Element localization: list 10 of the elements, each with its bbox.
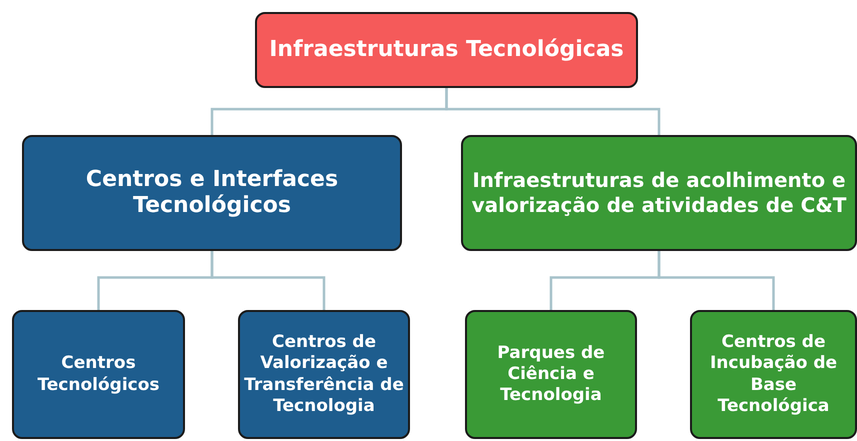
category-box: Centros e Interfaces Tecnológicos (22, 135, 402, 251)
subcategory-box: Centros de Incubação de Base Tecnológica (690, 310, 857, 439)
subcategory-box: Centros Tecnológicos (12, 310, 185, 439)
title-box: Infraestruturas Tecnológicas (255, 12, 638, 88)
subcategory-box: Centros de Valorização e Transferência de Tecnologia (238, 310, 410, 439)
category-box: Infraestruturas de acolhimento e valorização de atividades de C&T (461, 135, 857, 251)
subcategory-box: Parques de Ciência e Tecnologia (465, 310, 637, 439)
connector-line (210, 251, 326, 310)
connector-line (658, 251, 775, 310)
connector-line (445, 88, 660, 135)
